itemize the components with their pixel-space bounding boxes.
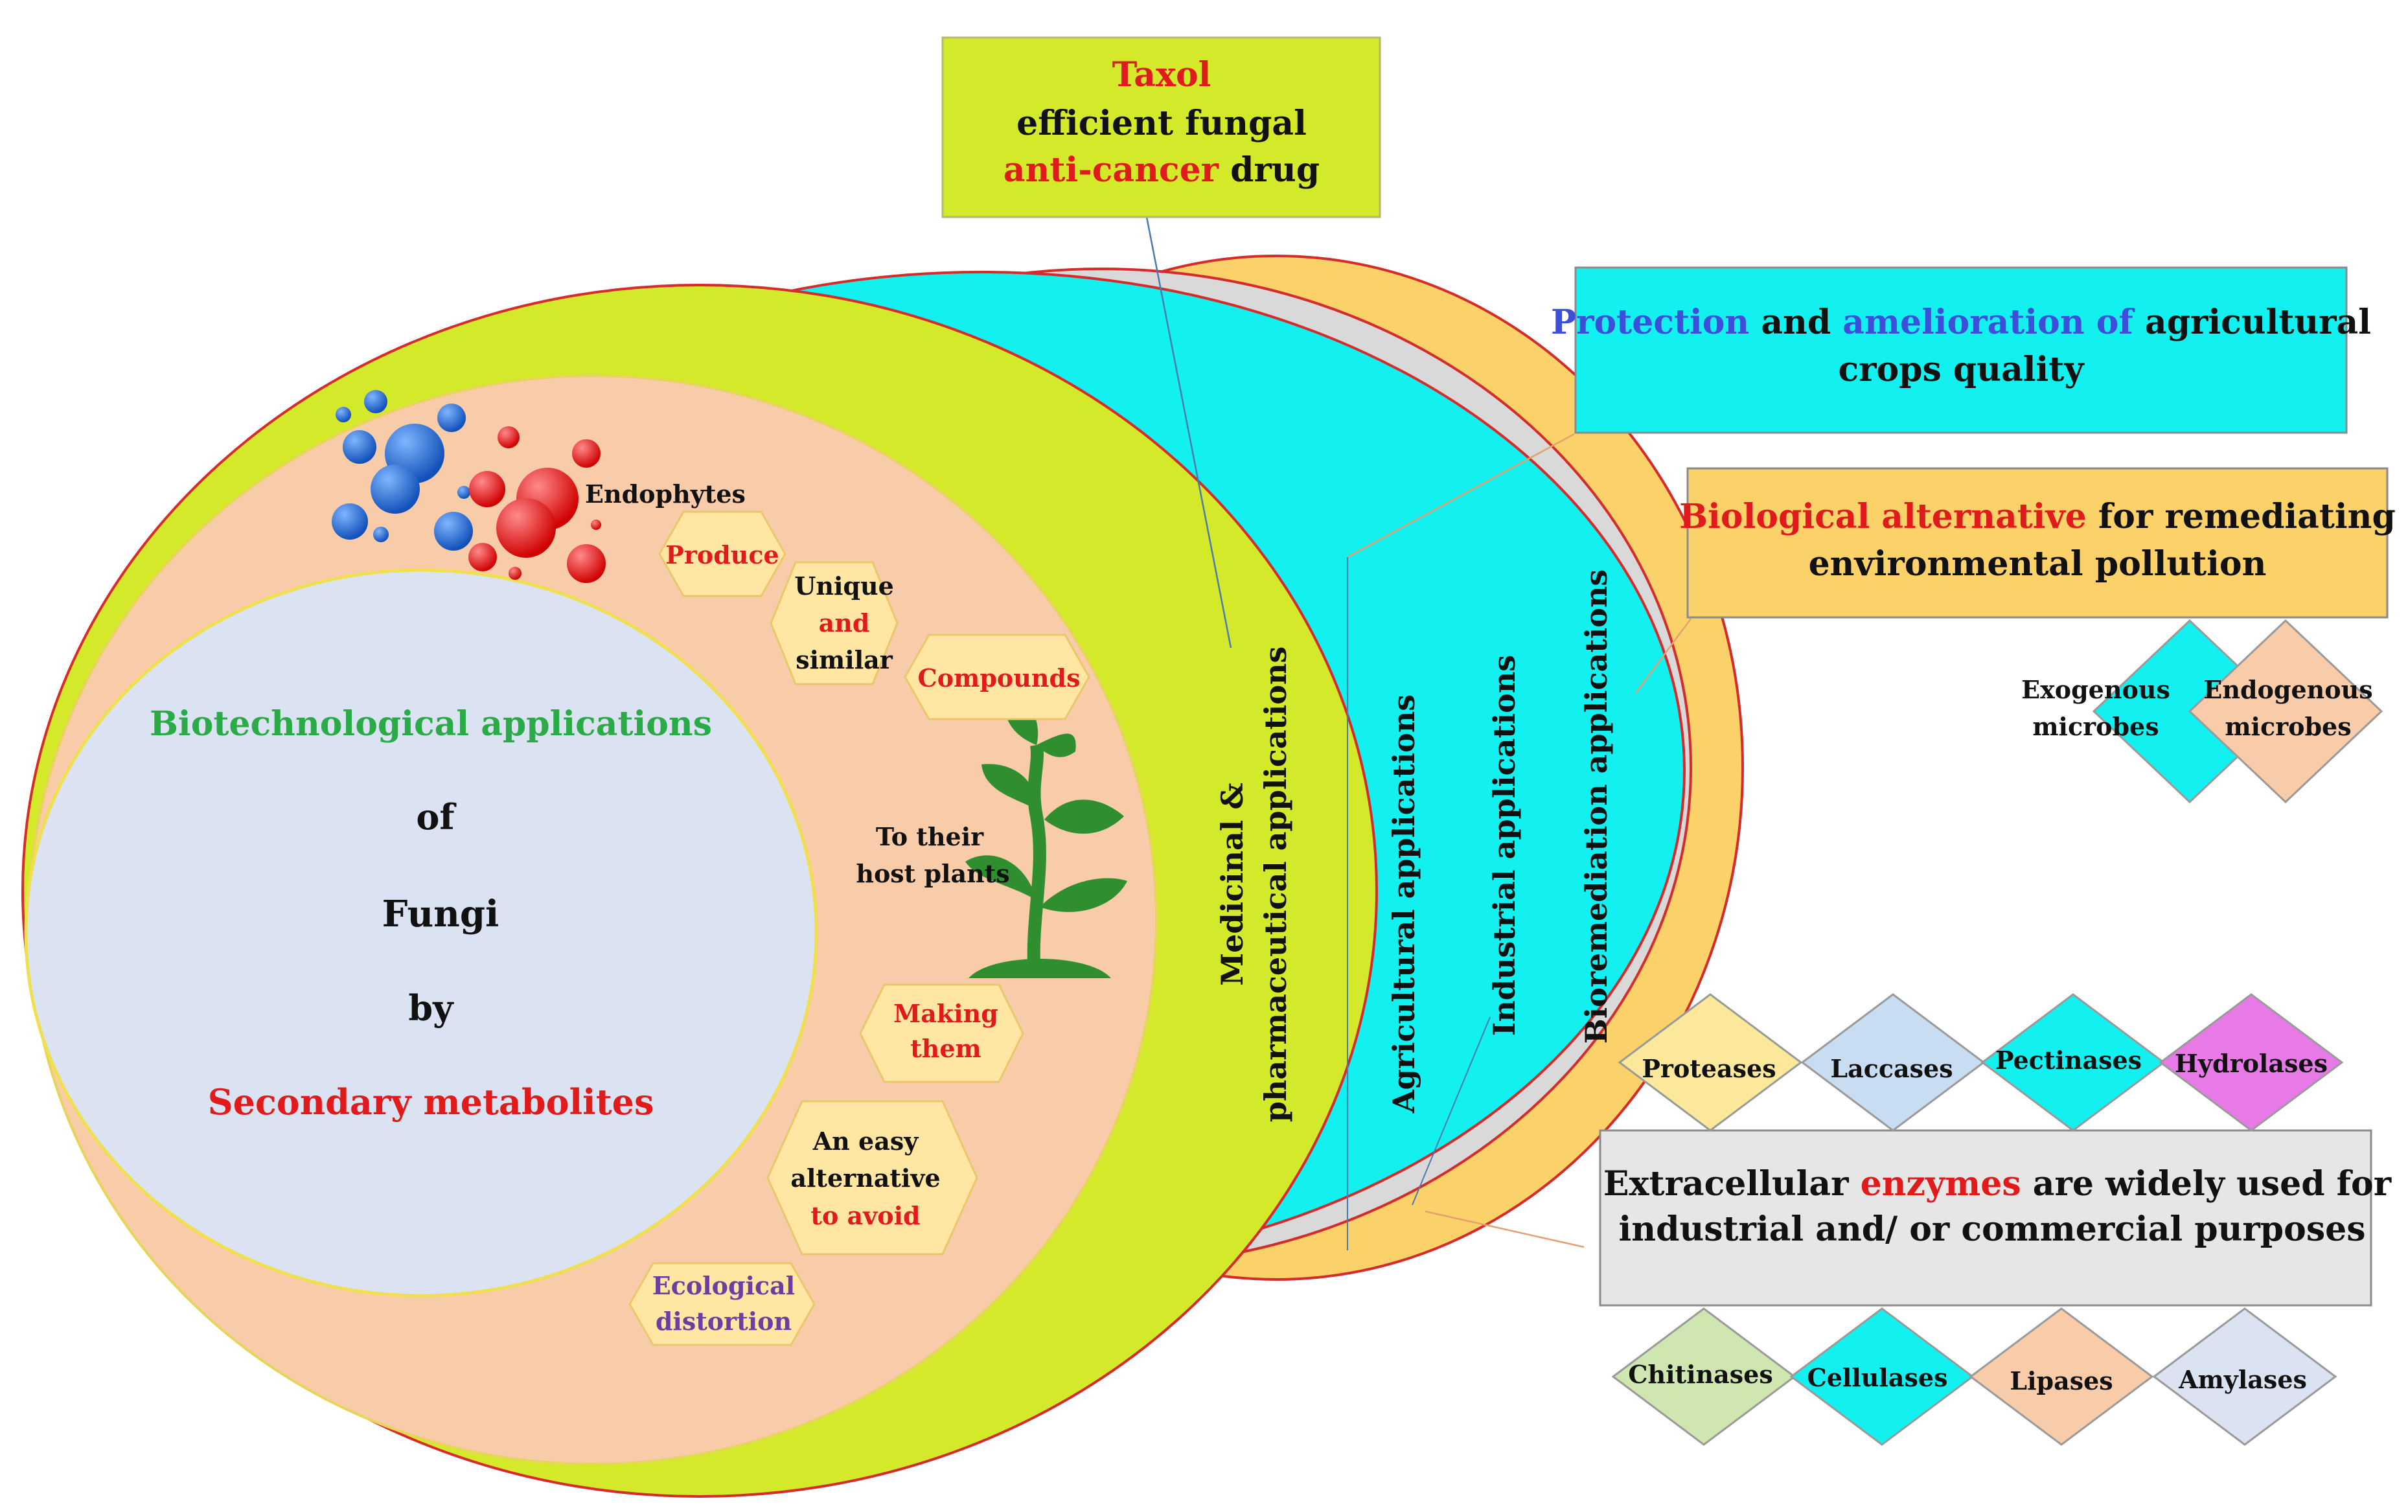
- connector-industrial: [1412, 1016, 1491, 1206]
- endogenous-line1: Endogenous: [2203, 675, 2372, 704]
- amylases-label: Amylases: [2178, 1365, 2307, 1394]
- enzymes-line1: Extracellular enzymes are widely used fo…: [1603, 1164, 2392, 1204]
- enzymes-box-bg: [1599, 1129, 2372, 1307]
- chitinases-label: Chitinases: [1628, 1360, 1773, 1389]
- host-plants-line2: host plants: [856, 859, 1009, 888]
- connector-taxol: [1145, 216, 1232, 648]
- diamond-hydrolases: [2159, 993, 2344, 1132]
- exogenous-line1: Exogenous: [2021, 675, 2170, 704]
- hexagon-compounds: [904, 634, 1090, 720]
- taxol-line3: anti-cancer drug: [1003, 150, 1320, 190]
- taxol-box-bg: [941, 36, 1381, 218]
- medicinal-label-line1: Medicinal &: [1215, 783, 1250, 986]
- hex-easy-line1: An easy: [812, 1127, 919, 1156]
- medicinal-label-line2: pharmaceutical applications: [1258, 647, 1293, 1123]
- protection-line1: Protection and amelioration of agricultu…: [1551, 303, 2371, 342]
- proteases-label: Proteases: [1642, 1054, 1776, 1083]
- hexagon-easy: [766, 1100, 978, 1255]
- blue-bubbles: [332, 390, 473, 551]
- biological-box-bg: [1686, 467, 2389, 619]
- hexagon-produce: [658, 510, 786, 597]
- hex-unique-line3: similar: [796, 645, 893, 674]
- hexagon-shapes: [628, 510, 1090, 1346]
- hex-easy-line2: alternative: [790, 1163, 940, 1193]
- hex-making-line1: Making: [893, 999, 998, 1028]
- center-of: of: [416, 796, 457, 838]
- hex-ecological-line1: Ecological: [652, 1271, 795, 1300]
- diamond-lipases: [1969, 1307, 2154, 1446]
- endogenous-line2: microbes: [2225, 712, 2351, 741]
- biological-line1: Biological alternative for remediating: [1679, 497, 2396, 536]
- diamond-endogenous: [2188, 619, 2383, 804]
- taxol-line2: efficient fungal: [1016, 104, 1307, 143]
- biological-line2: environmental pollution: [1809, 544, 2267, 584]
- diamond-amylases: [2152, 1307, 2337, 1446]
- hex-easy-line3: to avoid: [810, 1201, 920, 1230]
- agricultural-label: Agricultural applications: [1386, 694, 1421, 1114]
- enzymes-line2: industrial and/ or commercial purposes: [1619, 1209, 2366, 1249]
- endophytes-label: Endophytes: [585, 479, 746, 509]
- core-ellipse: [24, 568, 818, 1298]
- hex-unique-line2: and: [819, 608, 870, 637]
- hydrolases-label: Hydrolases: [2175, 1049, 2328, 1078]
- hex-making-line2: them: [910, 1034, 981, 1063]
- plant-icon: [965, 687, 1127, 978]
- connector-biological: [1634, 618, 1692, 694]
- connector-enzymes: [1425, 1210, 1585, 1248]
- protection-line2: crops quality: [1838, 350, 2085, 389]
- taxol-title: Taxol: [1112, 55, 1211, 95]
- hex-produce-text: Produce: [665, 540, 779, 569]
- bioremediation-label: Bioremediation applications: [1579, 569, 1614, 1044]
- cellulases-label: Cellulases: [1807, 1363, 1948, 1392]
- laccases-label: Laccases: [1830, 1054, 1953, 1083]
- center-by: by: [408, 987, 454, 1029]
- red-bubbles: [468, 426, 606, 583]
- hexagon-making: [859, 983, 1024, 1083]
- connector-protection: [1347, 433, 1575, 558]
- hexagon-ecological: [628, 1262, 816, 1346]
- industrial-label: Industrial applications: [1487, 655, 1522, 1036]
- host-plants-line1: To their: [876, 822, 984, 851]
- hex-compounds-text: Compounds: [918, 663, 1081, 693]
- exogenous-line2: microbes: [2032, 712, 2159, 741]
- diamond-shapes: [1611, 619, 2383, 1446]
- hexagon-unique: [770, 561, 899, 685]
- hex-unique-line1: Unique: [794, 571, 894, 601]
- pectinases-label: Pectinases: [1995, 1046, 2142, 1075]
- center-title: Biotechnological applications: [150, 704, 712, 744]
- protection-box-bg: [1574, 266, 2348, 434]
- hex-ecological-line2: distortion: [656, 1307, 792, 1336]
- center-fungi: Fungi: [382, 893, 499, 935]
- center-secondary: Secondary metabolites: [208, 1081, 654, 1123]
- lipases-label: Lipases: [2010, 1366, 2113, 1395]
